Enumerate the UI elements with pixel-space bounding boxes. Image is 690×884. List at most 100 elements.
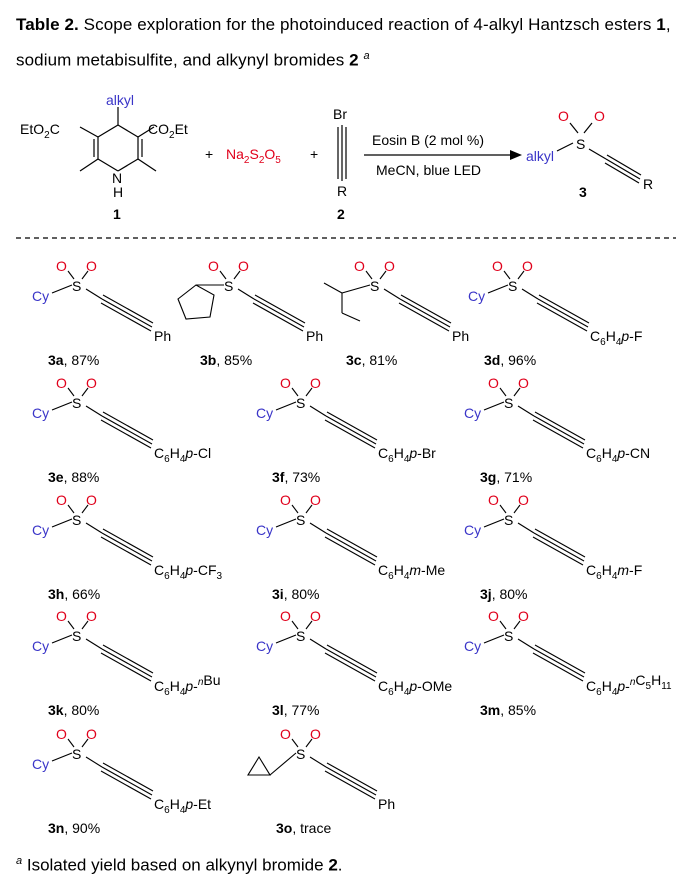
condition-top: Eosin B (2 mol %) <box>372 132 484 148</box>
caption-text-1: Scope exploration for the photoinduced r… <box>78 15 657 34</box>
oxygen-label-1: O <box>56 258 67 274</box>
sulfur-label: S <box>504 395 513 411</box>
oxygen-label-2: O <box>518 492 529 508</box>
product-3l: Cy SO O C6H4p-OMe 3l, 77% <box>256 608 452 718</box>
cyclopentyl-ring <box>177 284 215 320</box>
oxygen-label-1: O <box>280 608 291 624</box>
right-group-label: C6H4p-OMe <box>378 678 452 698</box>
hantzsch-nitrogen: N <box>112 170 122 186</box>
left-group-label: Cy <box>32 522 49 538</box>
oxygen-label-1: O <box>56 726 67 742</box>
left-group-label: Cy <box>32 288 49 304</box>
right-group-label: Ph <box>154 328 171 344</box>
caption-ref-2: 2 <box>349 50 359 70</box>
compound-label: 3l, 77% <box>272 702 320 718</box>
oxygen-label-1: O <box>208 258 219 274</box>
left-group-label: Cy <box>32 756 49 772</box>
oxygen-label-2: O <box>86 726 97 742</box>
product-oxygen-1: O <box>558 108 569 124</box>
right-group-label: C6H4m-Me <box>378 562 445 582</box>
sulfur-label: S <box>296 746 305 762</box>
product-oxygen-2: O <box>594 108 605 124</box>
right-group-label: Ph <box>452 328 469 344</box>
sulfur-label: S <box>296 395 305 411</box>
oxygen-label-2: O <box>310 726 321 742</box>
left-group-label: Cy <box>32 405 49 421</box>
hantzsch-hydrogen: H <box>113 184 123 200</box>
oxygen-label-2: O <box>310 375 321 391</box>
reaction-scheme: alkyl EtO2C CO2Et N H 1 + Na2S2O5 + Br R… <box>16 92 676 239</box>
sulfur-label: S <box>72 278 81 294</box>
compound-label: 3d, 96% <box>484 352 536 368</box>
sulfur-label: S <box>296 628 305 644</box>
compound-label: 3c, 81% <box>346 352 397 368</box>
oxygen-label-2: O <box>518 375 529 391</box>
oxygen-label-2: O <box>86 492 97 508</box>
alkyne-r-label: R <box>337 183 347 199</box>
oxygen-label-2: O <box>238 258 249 274</box>
hantzsch-alkyl-label: alkyl <box>106 92 134 108</box>
oxygen-label-2: O <box>86 608 97 624</box>
sulfur-label: S <box>72 628 81 644</box>
caption-ref-1: 1 <box>656 15 666 34</box>
compound-label: 3b, 85% <box>200 352 252 368</box>
oxygen-label-1: O <box>488 492 499 508</box>
left-group-label: Cy <box>256 522 273 538</box>
right-group-label: C6H4p-Br <box>378 445 436 465</box>
sulfur-label: S <box>370 278 379 294</box>
sulfur-label: S <box>72 395 81 411</box>
oxygen-label-1: O <box>280 726 291 742</box>
compound-label: 3n, 90% <box>48 820 100 836</box>
oxygen-label-1: O <box>280 375 291 391</box>
footnote-marker: a <box>16 855 23 867</box>
oxygen-label-2: O <box>310 608 321 624</box>
hantzsch-right-ester: CO2Et <box>148 121 188 141</box>
oxygen-label-1: O <box>56 375 67 391</box>
sulfur-label: S <box>504 512 513 528</box>
compound-label: 3g, 71% <box>480 469 532 485</box>
right-group-label: C6H4p-Cl <box>154 445 211 465</box>
product-sulfur-label: S <box>576 136 585 152</box>
compound-1-label: 1 <box>113 206 121 222</box>
product-alkyl-label: alkyl <box>526 148 554 164</box>
caption-text-2: , sodium metabisulfite, and alkynyl brom… <box>16 15 671 70</box>
compound-label: 3j, 80% <box>480 586 528 602</box>
oxygen-label-2: O <box>310 492 321 508</box>
oxygen-label-1: O <box>56 492 67 508</box>
plus-sign-2: + <box>310 146 318 162</box>
hantzsch-left-ester: EtO2C <box>20 121 60 141</box>
left-group-label: Cy <box>464 638 481 654</box>
sulfur-label: S <box>296 512 305 528</box>
footnote-text: Isolated yield based on alkynyl bromide <box>22 855 329 875</box>
left-group-label: Cy <box>256 405 273 421</box>
plus-sign-1: + <box>205 146 213 162</box>
compound-label: 3e, 88% <box>48 469 99 485</box>
oxygen-label-2: O <box>384 258 395 274</box>
left-group-label: Cy <box>256 638 273 654</box>
right-group-label: Ph <box>378 796 395 812</box>
right-group-label: C6H4p-F <box>590 328 642 348</box>
compound-label: 3k, 80% <box>48 702 99 718</box>
oxygen-label-2: O <box>522 258 533 274</box>
footnote-end: . <box>337 855 343 875</box>
sulfur-label: S <box>504 628 513 644</box>
compound-label: 3o, trace <box>276 820 331 836</box>
left-group-label: Cy <box>464 405 481 421</box>
oxygen-label-2: O <box>518 608 529 624</box>
caption-footnote-marker: a <box>363 50 370 62</box>
table-label: Table 2. <box>16 15 79 34</box>
oxygen-label-2: O <box>86 258 97 274</box>
footnote: a Isolated yield based on alkynyl bromid… <box>16 852 343 876</box>
cyclopropyl-ring <box>247 755 271 776</box>
